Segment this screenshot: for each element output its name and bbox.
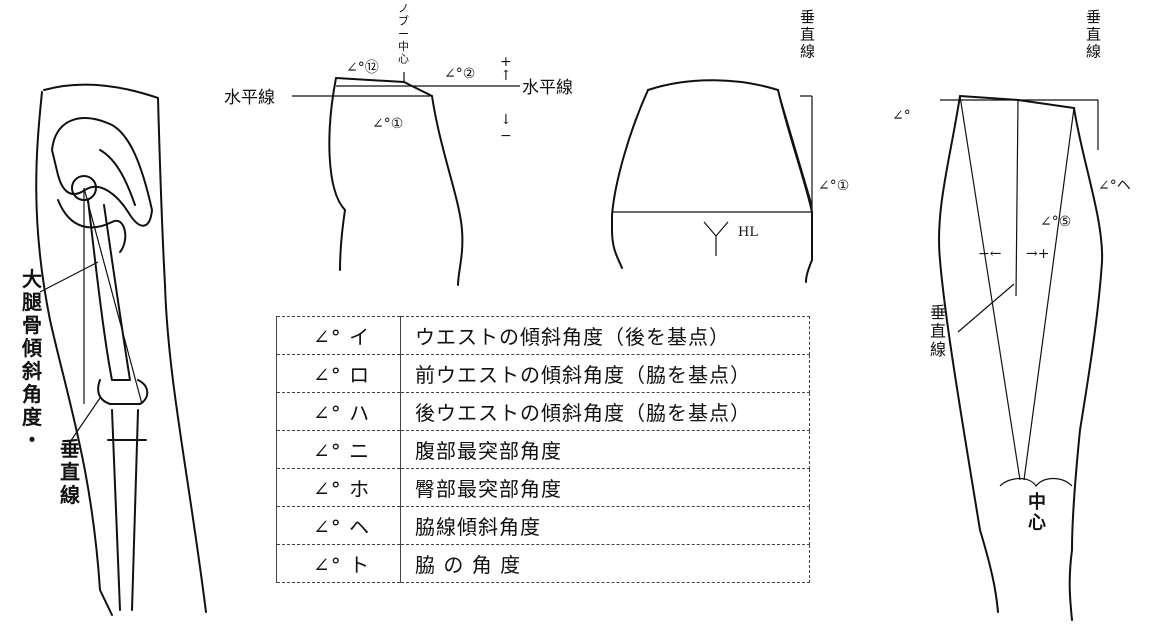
legend-description: ウエストの傾斜角度（後を基点） bbox=[400, 316, 810, 355]
legend-symbol: ∠° ヘ bbox=[276, 506, 401, 545]
hl-label: HL bbox=[738, 225, 758, 240]
pelvis-lower bbox=[57, 199, 127, 253]
minus-arrow: −← bbox=[978, 246, 1001, 262]
legend-description: 腹部最突部角度 bbox=[400, 430, 810, 469]
angle-label-3: ∠°① bbox=[818, 178, 849, 194]
legend-body: ∠° イウエストの傾斜角度（後を基点）∠° ロ前ウエストの傾斜角度（脇を基点）∠… bbox=[276, 316, 810, 583]
legend-symbol: ∠° ハ bbox=[276, 392, 401, 431]
vertical-label-leader bbox=[69, 397, 101, 443]
vertical-label-mid: 垂直線 bbox=[930, 303, 946, 359]
tibia bbox=[107, 409, 147, 611]
center-label-4: 中心 bbox=[1028, 491, 1046, 534]
legend-symbol: ∠° ト bbox=[276, 544, 401, 583]
angle-label-center: ∠°⑤ bbox=[1040, 214, 1071, 230]
leg-skeleton-figure: 大腿骨傾斜角度・ 垂直線 bbox=[21, 83, 207, 616]
back-leg-outline-left bbox=[938, 95, 999, 613]
vertical-label-top: 垂直線 bbox=[1086, 8, 1101, 61]
legend-row: ∠° ヘ脇線傾斜角度 bbox=[276, 506, 810, 545]
knee-joint bbox=[97, 379, 149, 405]
side-silhouette-left bbox=[328, 77, 346, 271]
slant-line-right bbox=[1023, 107, 1075, 481]
leg-outline-left bbox=[35, 91, 113, 616]
legend-symbol: ∠° ニ bbox=[276, 430, 401, 469]
vertical-leader bbox=[957, 283, 1015, 333]
down-arrow: ↓ bbox=[500, 112, 512, 128]
pelvis-bone bbox=[51, 117, 153, 227]
side-waist-figure: 水平線 水平線 ノブー中心 ∠°⑫ ∠°② ∠°① + ↑ ↓ − bbox=[224, 2, 573, 286]
legend-description: 脇線傾斜角度 bbox=[400, 506, 810, 545]
plus-arrow: →+ bbox=[1026, 246, 1049, 262]
front-silhouette-left bbox=[611, 89, 649, 269]
slant-line-left bbox=[959, 95, 1021, 481]
side-silhouette-right bbox=[431, 95, 464, 286]
minus-sign: − bbox=[500, 128, 512, 144]
up-arrow: ↑ bbox=[500, 68, 512, 84]
legend-row: ∠° イウエストの傾斜角度（後を基点） bbox=[276, 316, 810, 355]
legend-symbol: ∠° イ bbox=[276, 316, 401, 355]
femur-angle-label: 大腿骨傾斜角度・ bbox=[21, 267, 43, 452]
leg-outline-right bbox=[43, 83, 207, 613]
hl-y-mark bbox=[703, 221, 729, 256]
angle-ha-label: ∠°② bbox=[444, 66, 475, 82]
legend-row: ∠° ト脇 の 角 度 bbox=[276, 544, 810, 583]
hem-curve bbox=[999, 477, 1073, 488]
femur-axis-line bbox=[83, 187, 143, 405]
legend-description: 後ウエストの傾斜角度（脇を基点） bbox=[400, 392, 810, 431]
legend-symbol: ∠° ロ bbox=[276, 354, 401, 393]
legend-row: ∠° ロ前ウエストの傾斜角度（脇を基点） bbox=[276, 354, 810, 393]
front-hip-figure: 垂直線 ∠°① HL bbox=[611, 8, 849, 283]
center-label: ノブー中心 bbox=[398, 2, 409, 66]
legend-description: 前ウエストの傾斜角度（脇を基点） bbox=[400, 354, 810, 393]
center-vertical-line bbox=[1015, 99, 1019, 297]
vertical-line-label-1: 垂直線 bbox=[60, 437, 80, 507]
angle-i-label: ∠°① bbox=[372, 116, 403, 132]
femur-shaft bbox=[87, 199, 131, 381]
front-silhouette-top bbox=[647, 79, 779, 91]
legend-row: ∠° ハ後ウエストの傾斜角度（脇を基点） bbox=[276, 392, 810, 431]
angle-ro-label: ∠°⑫ bbox=[346, 60, 379, 76]
tangent-line bbox=[777, 89, 813, 206]
legend-table: ∠° イウエストの傾斜角度（後を基点）∠° ロ前ウエストの傾斜角度（脇を基点）∠… bbox=[276, 316, 810, 583]
horizontal-label-right: 水平線 bbox=[522, 78, 573, 98]
pelvis-inner bbox=[99, 149, 136, 206]
back-leg-figure: 垂直線 垂直線 ∠° ∠°ヘ ∠°⑤ −← →+ 中心 bbox=[892, 8, 1131, 621]
angle-label-right: ∠°ヘ bbox=[1098, 178, 1131, 194]
side-silhouette-top bbox=[335, 77, 433, 97]
femur-label-leader bbox=[39, 261, 99, 293]
legend-description: 臀部最突部角度 bbox=[400, 468, 810, 507]
front-silhouette-right bbox=[777, 89, 813, 283]
legend-description: 脇 の 角 度 bbox=[400, 544, 810, 583]
back-leg-outline-top bbox=[959, 95, 1075, 109]
legend-row: ∠° ホ臀部最突部角度 bbox=[276, 468, 810, 507]
back-leg-outline-right bbox=[1068, 107, 1104, 621]
legend-row: ∠° ニ腹部最突部角度 bbox=[276, 430, 810, 469]
angle-label-left: ∠° bbox=[892, 108, 911, 124]
vertical-label-3: 垂直線 bbox=[800, 8, 815, 61]
legend-symbol: ∠° ホ bbox=[276, 468, 401, 507]
plus-sign: + bbox=[500, 54, 512, 70]
horizontal-label-left: 水平線 bbox=[224, 88, 275, 108]
